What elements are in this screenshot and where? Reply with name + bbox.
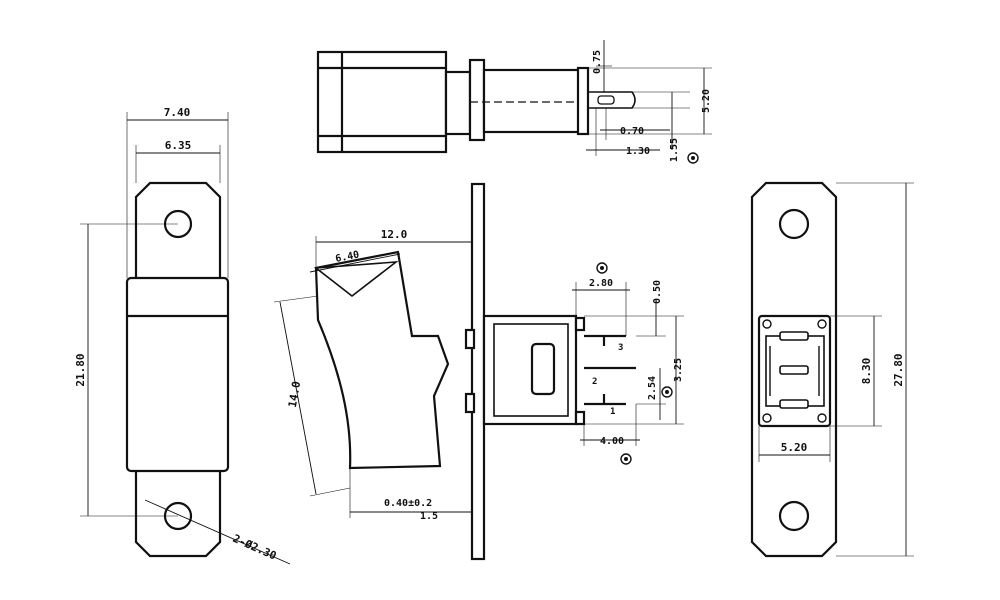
marker-mid-icon <box>661 386 673 398</box>
label-height: 21.80 <box>74 353 87 386</box>
pin-label-1: 1 <box>610 407 615 417</box>
right-terminal-3 <box>779 331 809 341</box>
top-housing-end <box>576 66 590 136</box>
label-width-outer: 7.40 <box>164 106 191 119</box>
label-center-length: 12.0 <box>381 228 408 241</box>
left-rocker-body <box>125 276 230 473</box>
terminal-marker-icon <box>687 152 699 164</box>
label-right-body-h: 8.30 <box>860 358 873 385</box>
top-terminal-slot <box>597 95 615 105</box>
marker-bottom-icon <box>620 453 632 465</box>
label-top-dim-e: 5.20 <box>701 89 712 113</box>
right-bottom-hole <box>778 500 810 532</box>
hole-callout-leader <box>144 499 291 565</box>
top-terminal-tab <box>588 91 636 109</box>
label-pin-gap-top: 2.80 <box>589 278 613 289</box>
label-width-inner: 6.35 <box>165 139 192 152</box>
center-rocker <box>314 250 450 470</box>
center-rocker-face <box>313 261 399 298</box>
label-pin-span: 2.54 <box>647 376 658 400</box>
right-terminal-1 <box>779 399 809 409</box>
label-pin-offset: 0.50 <box>652 280 663 304</box>
label-pin-bottom: 4.00 <box>600 436 624 447</box>
right-view: 27.80 8.30 5.20 <box>750 181 914 558</box>
label-bottom-sub: 1.5 <box>420 511 438 522</box>
label-rocker-top: 6.40 <box>334 250 360 265</box>
label-right-body-w: 5.20 <box>781 441 808 454</box>
label-body-h: 3.25 <box>673 358 684 382</box>
top-housing <box>482 68 582 134</box>
label-bottom-dim: 0.40±0.2 <box>384 498 432 509</box>
label-top-dim-c: 1.30 <box>626 146 650 157</box>
top-view: 0.75 0.70 1.30 1.55 5.20 <box>316 40 712 164</box>
pin-label-2: 2 <box>592 377 597 387</box>
right-terminal-2 <box>779 365 809 375</box>
top-flange <box>468 58 486 142</box>
center-stem-bottom <box>464 392 476 414</box>
center-housing <box>482 314 578 426</box>
label-top-dim-b: 0.70 <box>620 126 644 137</box>
center-view: 3 2 1 12.0 6.40 14.0 0.40±0.2 1.5 2.80 0… <box>273 182 684 561</box>
top-neck <box>444 70 472 136</box>
pin-label-3: 3 <box>618 343 623 353</box>
right-top-hole <box>778 208 810 240</box>
left-view: 7.40 6.35 21.80 2-Ø2.30 <box>74 106 291 565</box>
right-plate-outline <box>750 181 838 558</box>
label-top-dim-d: 1.55 <box>669 138 680 162</box>
label-hole-callout: 2-Ø2.30 <box>231 532 279 563</box>
center-panel-plate <box>470 182 486 561</box>
label-right-total-h: 27.80 <box>892 353 905 386</box>
center-stem-top <box>464 328 476 350</box>
label-rocker-side: 14.0 <box>286 380 303 408</box>
center-contact <box>530 342 556 396</box>
label-top-dim-a: 0.75 <box>592 50 603 74</box>
marker-top-icon <box>596 262 608 274</box>
